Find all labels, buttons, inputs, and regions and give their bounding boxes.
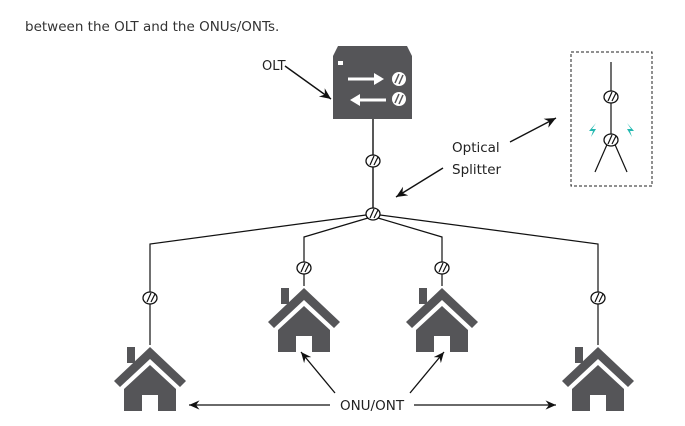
inset-pointer-arrow (509, 117, 557, 143)
splitter-label-line2: Splitter (452, 162, 502, 178)
splitter-label-line1: Optical (452, 140, 500, 156)
olt-pointer-arrow (284, 65, 332, 100)
branch-coupler-icon (142, 291, 158, 305)
intro-text: between the OLT and the ONUs/ONTs. (25, 19, 280, 35)
house-icon (562, 347, 634, 411)
onu-arrow-up-left (300, 351, 336, 394)
onu-label: ONU/ONT (340, 398, 405, 414)
trunk-coupler-icon (365, 154, 381, 168)
splitter-icon (365, 207, 381, 221)
branch-coupler-icon (590, 291, 606, 305)
signal-icon (627, 123, 634, 137)
signal-icon (589, 123, 596, 137)
house-icon (406, 288, 478, 352)
splitter-pointer-arrow (395, 167, 444, 198)
house-icon (268, 288, 340, 352)
branch-coupler-icon (296, 261, 312, 275)
branch-fibers (149, 214, 599, 345)
branch-coupler-icon (434, 261, 450, 275)
house-icon (114, 347, 186, 411)
olt-label: OLT (262, 59, 286, 74)
onu-arrow-up-right (409, 351, 445, 394)
splitter-detail-inset (570, 51, 653, 187)
olt-device-icon (333, 46, 412, 119)
